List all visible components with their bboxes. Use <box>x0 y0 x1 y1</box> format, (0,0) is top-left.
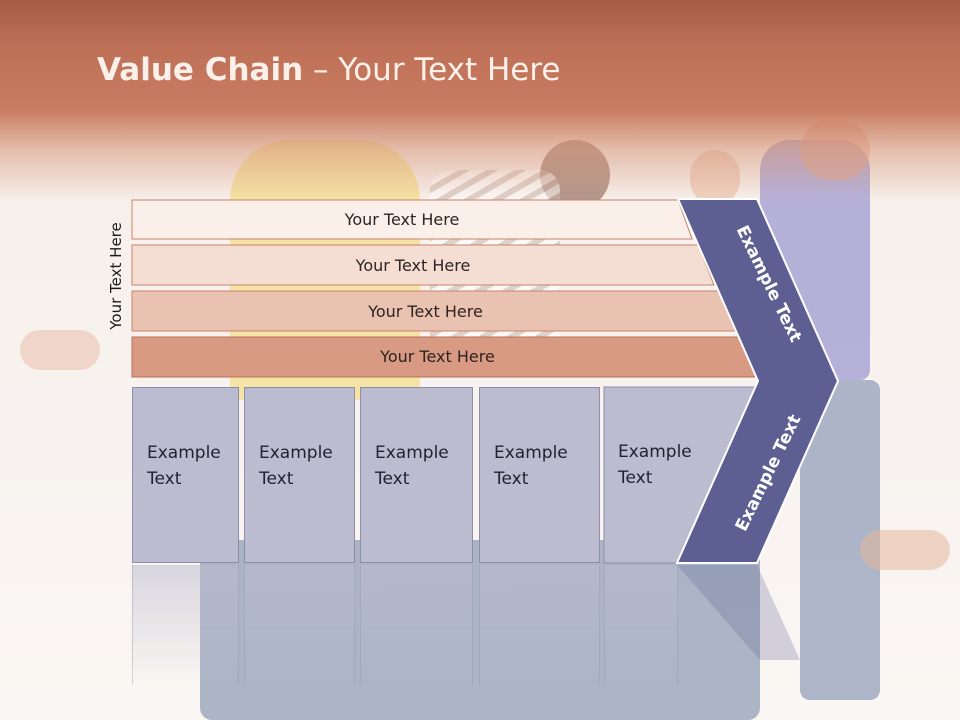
box-4-line1: Example <box>494 443 568 463</box>
box-1-line2: Text <box>147 469 182 489</box>
box-3-line2: Text <box>375 469 410 489</box>
box-4-line2: Text <box>494 469 529 489</box>
row-2: Your Text Here <box>132 246 714 284</box>
row-3: Your Text Here <box>132 292 739 330</box>
box-2-line2: Text <box>259 469 294 489</box>
title-bold: Value Chain <box>97 52 304 88</box>
box-5-line2: Text <box>618 468 653 488</box>
box-1-line1: Example <box>147 443 221 463</box>
box-3-line1: Example <box>375 443 449 463</box>
box-reflection-5 <box>604 565 678 685</box>
header-band <box>0 0 960 200</box>
title-rest: – Your Text Here <box>303 52 561 88</box>
box-5-line1: Example <box>618 442 692 462</box>
page-title: Value Chain – Your Text Here <box>97 52 560 88</box>
box-reflection-2 <box>244 565 355 685</box>
box-reflection-4 <box>479 565 600 685</box>
row-4: Your Text Here <box>132 337 763 375</box>
row-4-label: Your Text Here <box>380 346 495 366</box>
row-2-label: Your Text Here <box>355 255 471 275</box>
box-2-line1: Example <box>259 443 333 463</box>
row-1: Your Text Here <box>132 200 692 238</box>
box-reflection-1 <box>132 565 239 685</box>
side-label: Your Text Here <box>97 200 135 352</box>
side-label-text: Your Text Here <box>107 222 125 330</box>
box-reflection-3 <box>360 565 473 685</box>
row-1-label: Your Text Here <box>344 209 460 229</box>
row-3-label: Your Text Here <box>368 301 483 321</box>
